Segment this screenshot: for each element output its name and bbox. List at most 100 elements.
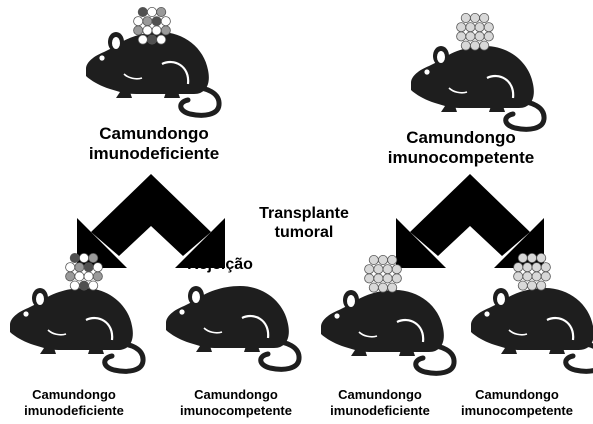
split-arrow-left	[77, 174, 225, 268]
tumor-cell	[470, 13, 479, 22]
tumor-cells-light-bottom-3	[365, 255, 402, 292]
tumor-cell	[143, 17, 152, 26]
label-top-right: Camundongo imunocompetente	[366, 128, 556, 169]
tumor-cell	[537, 281, 546, 290]
tumor-cell	[541, 263, 550, 272]
tumor-cell	[84, 263, 93, 272]
label-bottom-4-line2: imunocompetente	[443, 403, 591, 419]
label-rejection: Rejeição	[170, 255, 270, 274]
tumor-cell	[457, 23, 466, 32]
tumor-cell	[383, 265, 392, 274]
tumor-cell	[134, 26, 143, 35]
tumor-cell	[532, 272, 541, 281]
tumor-cell	[138, 7, 147, 16]
label-transplant: Transplante tumoral	[236, 204, 372, 242]
tumor-cell	[75, 272, 84, 281]
tumor-cell	[537, 253, 546, 262]
label-top-right-line2: imunocompetente	[366, 148, 556, 168]
tumor-cell	[70, 253, 79, 262]
tumor-cell	[470, 41, 479, 50]
label-bottom-2: Camundongo imunocompetente	[162, 387, 310, 420]
tumor-cell	[369, 283, 378, 292]
tumor-cell	[461, 13, 470, 22]
mouse-bottom-4	[471, 288, 593, 371]
tumor-cells-light-top-right	[457, 13, 494, 50]
label-bottom-4-line1: Camundongo	[443, 387, 591, 403]
mouse-bottom-3	[321, 290, 454, 373]
tumor-cell	[143, 26, 152, 35]
tumor-cell	[161, 17, 170, 26]
label-bottom-4: Camundongo imunocompetente	[443, 387, 591, 420]
tumor-cell	[84, 272, 93, 281]
tumor-cell	[66, 272, 75, 281]
tumor-cell	[152, 26, 161, 35]
label-bottom-2-line2: imunocompetente	[162, 403, 310, 419]
tumor-cell	[147, 35, 156, 44]
tumor-cell	[365, 274, 374, 283]
tumor-cell	[457, 32, 466, 41]
tumor-cell	[388, 255, 397, 264]
tumor-cell	[157, 35, 166, 44]
tumor-cell	[89, 253, 98, 262]
label-bottom-1-line2: imunodeficiente	[4, 403, 144, 419]
tumor-cell	[466, 32, 475, 41]
tumor-cells-mixed-top-left	[134, 7, 171, 44]
tumor-cell	[532, 263, 541, 272]
tumor-cell	[89, 281, 98, 290]
label-top-left-line1: Camundongo	[66, 124, 242, 144]
tumor-cell	[514, 263, 523, 272]
label-top-left: Camundongo imunodeficiente	[66, 124, 242, 165]
tumor-cell	[378, 255, 387, 264]
tumor-cell	[70, 281, 79, 290]
tumor-cell	[161, 26, 170, 35]
tumor-cells-mixed-bottom-1	[66, 253, 103, 290]
tumor-cells-light-bottom-4	[514, 253, 551, 290]
mouse-bottom-2	[166, 286, 299, 369]
tumor-cell	[152, 17, 161, 26]
tumor-cell	[75, 263, 84, 272]
tumor-cell	[374, 265, 383, 274]
tumor-cell	[374, 274, 383, 283]
label-bottom-2-line1: Camundongo	[162, 387, 310, 403]
tumor-cell	[484, 32, 493, 41]
label-top-left-line2: imunodeficiente	[66, 144, 242, 164]
tumor-cell	[79, 281, 88, 290]
tumor-cell	[93, 272, 102, 281]
tumor-cell	[475, 32, 484, 41]
tumor-cell	[527, 281, 536, 290]
mouse-top-right	[411, 46, 544, 129]
tumor-cell	[79, 253, 88, 262]
tumor-cell	[480, 13, 489, 22]
tumor-cell	[461, 41, 470, 50]
tumor-cell	[466, 23, 475, 32]
tumor-cell	[157, 7, 166, 16]
tumor-cell	[484, 23, 493, 32]
tumor-cell	[518, 281, 527, 290]
label-bottom-3: Camundongo imunodeficiente	[310, 387, 450, 420]
label-bottom-1-line1: Camundongo	[4, 387, 144, 403]
tumor-cell	[365, 265, 374, 274]
label-transplant-line2: tumoral	[236, 223, 372, 242]
tumor-cell	[514, 272, 523, 281]
tumor-cell	[527, 253, 536, 262]
tumor-cell	[392, 274, 401, 283]
mouse-bottom-1	[10, 288, 143, 371]
tumor-cell	[138, 35, 147, 44]
tumor-cell	[541, 272, 550, 281]
tumor-cell	[378, 283, 387, 292]
tumor-cell	[518, 253, 527, 262]
tumor-cell	[369, 255, 378, 264]
tumor-cell	[66, 263, 75, 272]
tumor-cell	[523, 272, 532, 281]
tumor-cell	[147, 7, 156, 16]
tumor-cell	[523, 263, 532, 272]
tumor-cell	[475, 23, 484, 32]
tumor-cell	[392, 265, 401, 274]
label-top-right-line1: Camundongo	[366, 128, 556, 148]
tumor-cell	[480, 41, 489, 50]
tumor-cell	[93, 263, 102, 272]
tumor-cell	[383, 274, 392, 283]
label-bottom-3-line1: Camundongo	[310, 387, 450, 403]
label-bottom-1: Camundongo imunodeficiente	[4, 387, 144, 420]
tumor-cell	[388, 283, 397, 292]
